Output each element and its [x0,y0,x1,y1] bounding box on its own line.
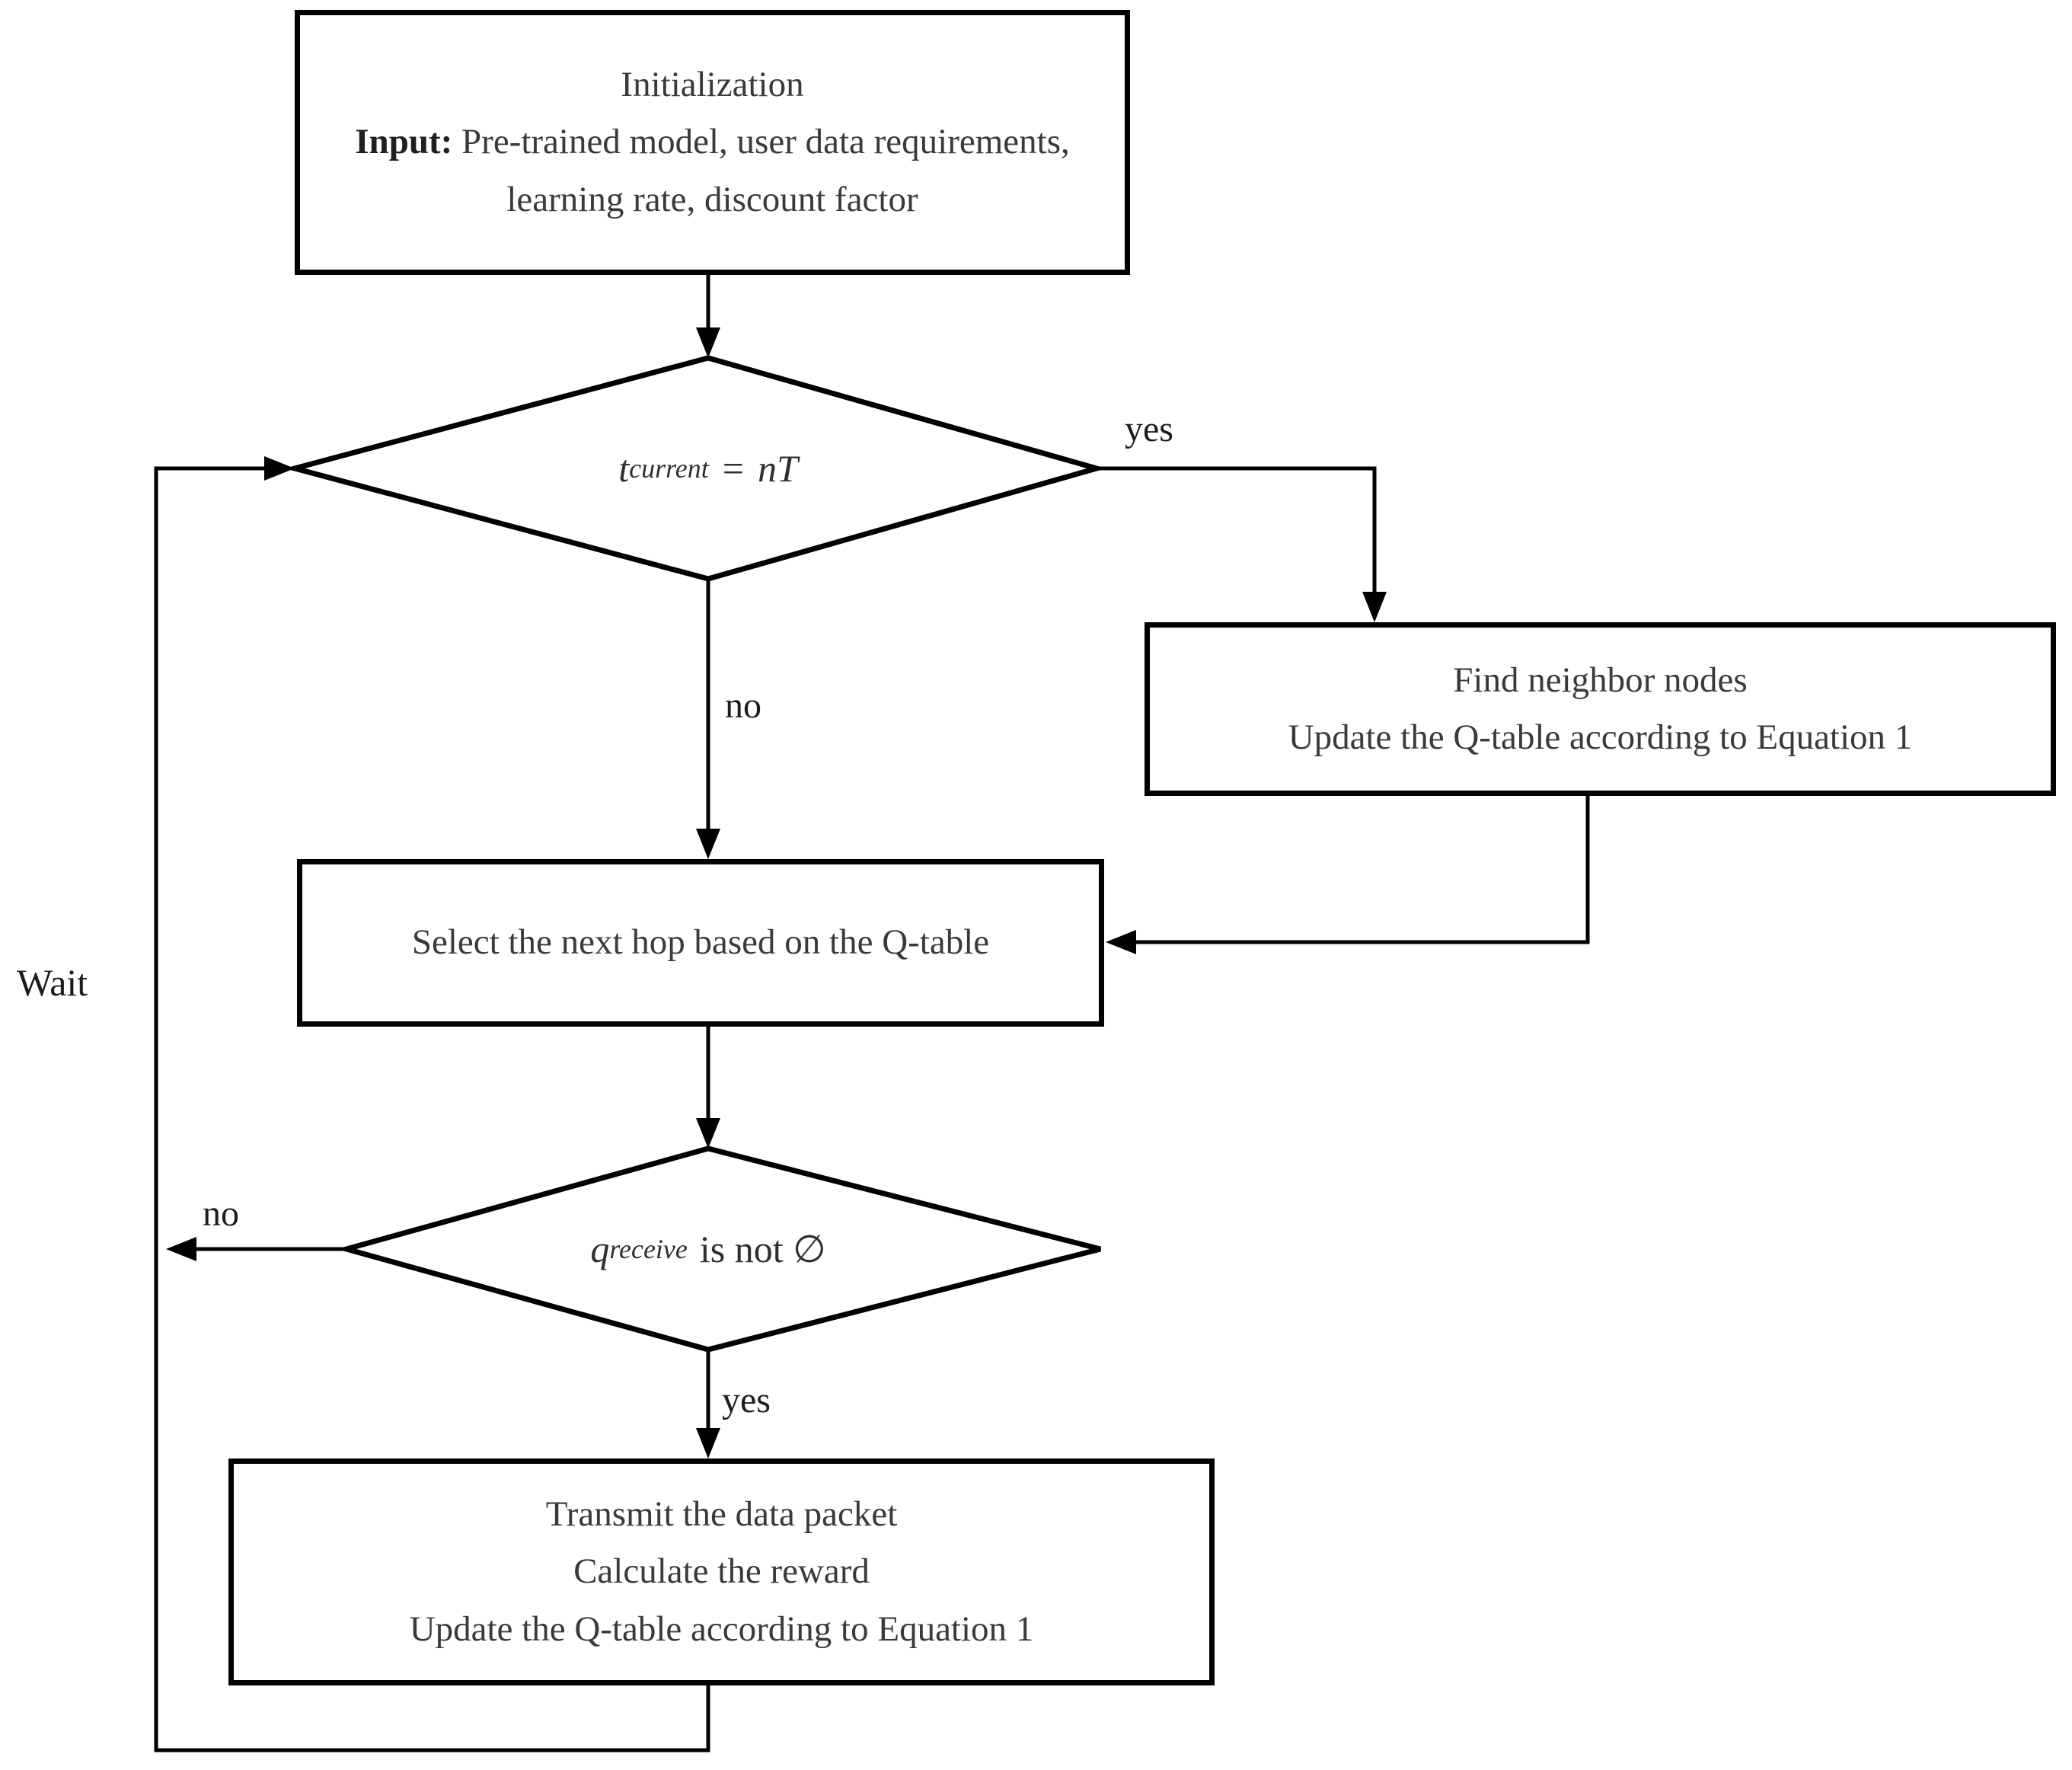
init-input-text: Pre-trained model, user data requirement… [452,122,1070,219]
connector-lines [154,275,1590,1752]
edge-label-time-yes: yes [1125,409,1173,449]
diamond-time-check [284,355,1106,582]
edge-wait-loop [154,466,710,1752]
edge-label-receive-no: no [203,1193,239,1234]
arrowhead-left-icon [166,1237,196,1261]
edge-label-wait: Wait [17,961,88,1004]
node-transmit: Transmit the data packet Calculate the r… [228,1458,1215,1685]
transmit-line2: Calculate the reward [573,1551,870,1592]
init-input-label: Input: [355,122,453,162]
init-title: Initialization [621,65,804,105]
arrowhead-down-icon [696,327,720,358]
init-input-line: Input: Pre-trained model, user data requ… [342,113,1083,228]
diamond-receive-check [336,1145,1101,1353]
time-check-operator: = [722,447,744,490]
decision-diamonds [284,355,1106,1353]
node-select-hop: Select the next hop based on the Q-table [297,859,1104,1027]
arrowhead-down-icon [696,1428,720,1458]
node-initialization: Initialization Input: Pre-trained model,… [295,10,1130,275]
transmit-line1: Transmit the data packet [545,1494,898,1535]
find-neighbors-line2: Update the Q-table according to Equation… [1288,717,1913,757]
select-hop-line1: Select the next hop based on the Q-table [411,922,990,963]
find-neighbors-line1: Find neighbor nodes [1453,660,1748,700]
edge-findneighbors-to-selecthop [1136,796,1590,944]
arrowhead-right-icon [264,456,295,481]
edge-label-receive-yes: yes [722,1380,771,1420]
node-find-neighbors: Find neighbor nodes Update the Q-table a… [1145,622,2056,796]
arrowhead-down-icon [696,829,720,859]
transmit-line3: Update the Q-table according to Equation… [409,1609,1034,1649]
edge-label-time-no: no [725,685,761,726]
time-check-var: t [618,447,630,490]
time-check-rhs: nT [757,447,798,490]
arrowhead-down-icon [1362,592,1387,622]
arrowhead-down-icon [696,1118,720,1149]
edge-timecheck-yes [1097,466,1377,609]
receive-check-rest: is not ∅ [699,1228,826,1270]
arrowheads [166,327,1387,1458]
receive-check-var: q [590,1228,610,1270]
arrowhead-left-icon [1106,930,1136,954]
